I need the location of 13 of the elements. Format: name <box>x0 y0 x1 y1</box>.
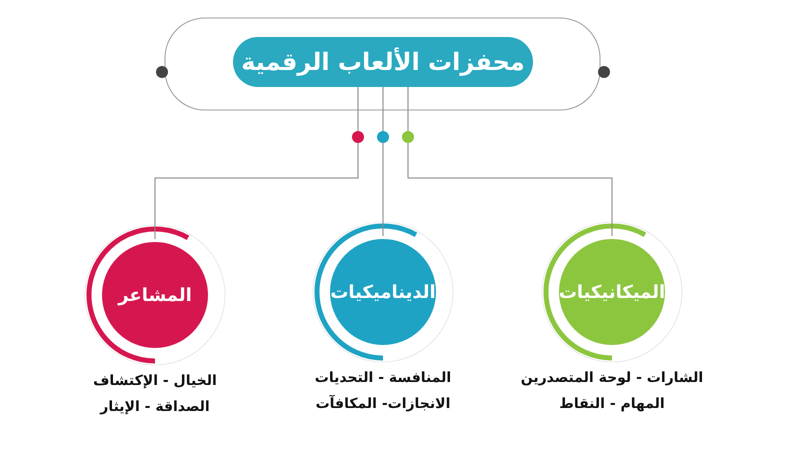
title-pill: محفزات الألعاب الرقمية <box>233 37 533 87</box>
category-circle: المشاعر <box>99 239 211 351</box>
category-circle: الديناميكيات <box>327 236 439 348</box>
connector-line <box>408 86 612 236</box>
connector-line <box>154 86 358 240</box>
caption-text: الخيال - الإكتشاف <box>92 373 218 389</box>
caption-text: الانجازات- المكافآت <box>314 396 452 412</box>
caption-text: المهام - النقاط <box>558 396 666 412</box>
caption-text: الشارات - لوحة المتصدرين <box>520 370 704 386</box>
caption-text: المنافسة - التحديات <box>314 370 452 386</box>
caption-text: الصداقة - الإيثار <box>98 399 211 415</box>
connector-line <box>382 86 384 236</box>
category-circle: الميكانيكيات <box>556 236 668 348</box>
